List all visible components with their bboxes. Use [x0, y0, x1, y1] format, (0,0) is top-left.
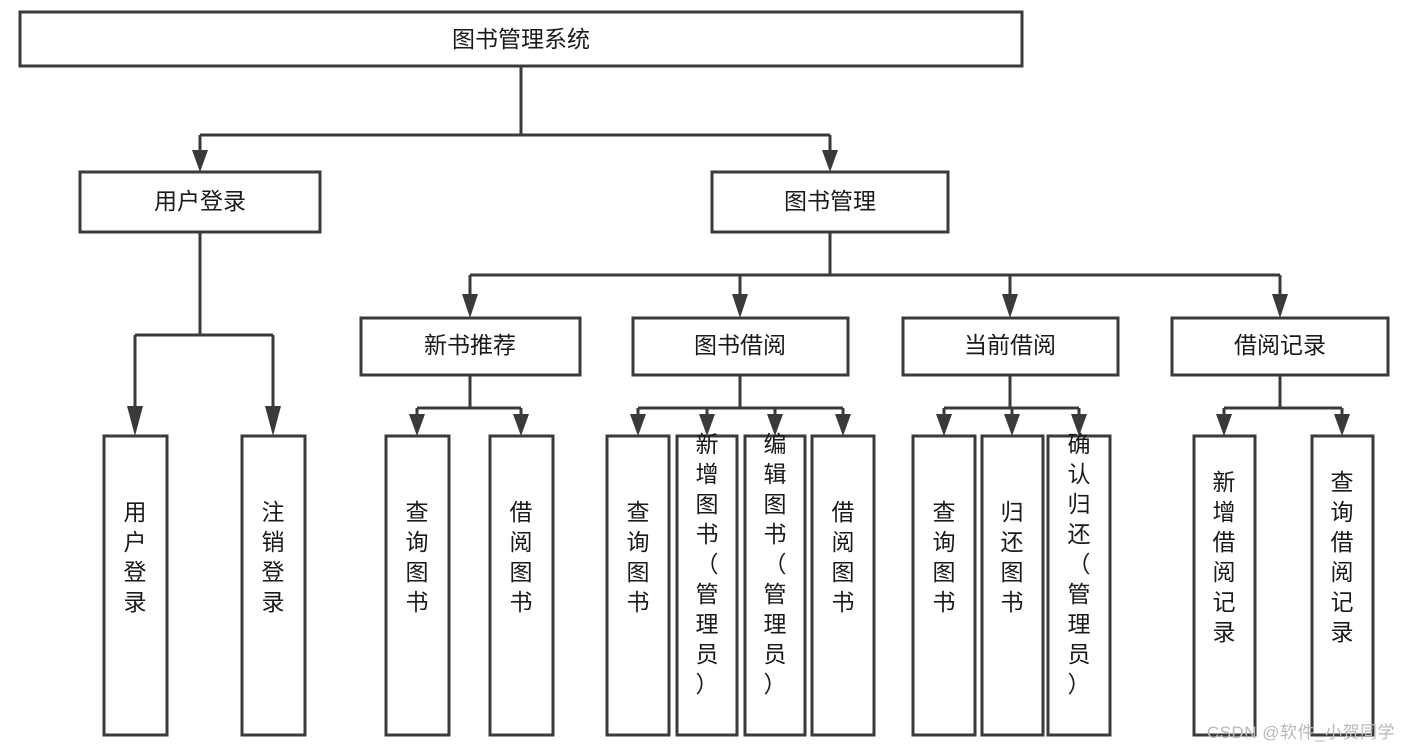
- leaf-return-book-box: [980, 434, 1045, 737]
- arrow-head-book-borrow: [732, 294, 748, 318]
- leaf-user-login-label: 用户登录: [124, 499, 147, 615]
- leaf-add-book-admin-label: 新增图书（管理员）: [696, 431, 719, 697]
- node-borrow-record-box: [1170, 316, 1390, 377]
- leaf-query-book-bb-label: 查询图书: [627, 499, 650, 615]
- node-book-management-box: [710, 170, 950, 234]
- arrow-head-user-login: [192, 150, 208, 172]
- node-current-borrow[interactable]: 当前借阅: [901, 316, 1120, 377]
- node-user-login-label: 用户登录: [154, 188, 246, 214]
- arrow-head-cb-leaf1: [936, 414, 952, 436]
- node-user-login[interactable]: 用户登录: [78, 170, 322, 234]
- arrow-head-borrow-record: [1272, 294, 1288, 318]
- arrow-head-nb-leaf2: [513, 414, 529, 436]
- arrow-head-leaf-user-login: [127, 406, 143, 436]
- node-root-box: [18, 10, 1024, 68]
- leaf-borrow-book-nb-label: 借阅图书: [510, 499, 533, 615]
- node-book-borrow-box: [631, 316, 850, 377]
- arrow-head-bb-leaf3: [767, 414, 783, 436]
- leaf-borrow-book-nb-box: [488, 434, 555, 737]
- leaf-node-logout[interactable]: 注销登录: [240, 434, 307, 737]
- leaf-add-borrow-record-box: [1192, 434, 1257, 737]
- node-borrow-record[interactable]: 借阅记录: [1170, 316, 1390, 377]
- node-new-book-recommend-label: 新书推荐: [424, 332, 516, 358]
- arrow-head-book-manage: [822, 150, 838, 172]
- arrow-head-bb-leaf4: [835, 414, 851, 436]
- watermark-text: CSDN @软件_小贺同学: [1206, 723, 1395, 742]
- arrow-head-new-book: [462, 294, 478, 318]
- leaf-node-borrow-book-bb[interactable]: 借阅图书: [810, 434, 876, 737]
- node-borrow-record-label: 借阅记录: [1234, 332, 1326, 358]
- leaf-logout-label: 注销登录: [262, 499, 285, 615]
- leaf-add-borrow-record-label: 新增借阅记录: [1213, 469, 1236, 645]
- leaf-user-login-box: [102, 434, 169, 737]
- node-root-book-management-system[interactable]: 图书管理系统: [18, 10, 1024, 68]
- arrow-head-leaf-logout: [265, 406, 281, 436]
- leaf-node-user-login[interactable]: 用户登录: [102, 434, 169, 737]
- node-new-book-recommend[interactable]: 新书推荐: [359, 316, 582, 377]
- arrow-head-current-borrow: [1002, 294, 1018, 318]
- leaf-query-book-cb-box: [911, 434, 977, 737]
- leaf-node-add-borrow-record[interactable]: 新增借阅记录: [1192, 434, 1257, 737]
- leaf-query-book-nb-box: [384, 434, 451, 737]
- leaf-node-return-book[interactable]: 归还图书: [980, 434, 1045, 737]
- leaf-edit-book-admin-box: [743, 434, 807, 737]
- leaf-borrow-book-bb-box: [810, 434, 876, 737]
- leaf-query-book-nb-label: 查询图书: [406, 499, 429, 615]
- leaf-node-query-book-nb[interactable]: 查询图书: [384, 434, 451, 737]
- arrow-head-nb-leaf1: [409, 414, 425, 436]
- arrow-head-bb-leaf1: [630, 414, 646, 436]
- leaf-node-edit-book-admin[interactable]: 编辑图书（管理员）: [743, 431, 807, 737]
- leaf-confirm-return-admin-label: 确认归还（管理员）: [1068, 431, 1091, 697]
- leaf-node-query-book-cb[interactable]: 查询图书: [911, 434, 977, 737]
- leaf-query-book-bb-box: [605, 434, 671, 737]
- leaf-logout-box: [240, 434, 307, 737]
- leaf-node-query-book-bb[interactable]: 查询图书: [605, 434, 671, 737]
- leaf-node-borrow-book-nb[interactable]: 借阅图书: [488, 434, 555, 737]
- arrow-head-br-leaf2: [1334, 414, 1350, 436]
- arrow-head-cb-leaf2: [1004, 414, 1020, 436]
- leaf-query-borrow-record-label: 查询借阅记录: [1331, 469, 1354, 645]
- connectors: [127, 66, 1350, 436]
- leaf-node-add-book-admin[interactable]: 新增图书（管理员）: [675, 431, 739, 737]
- node-new-book-recommend-box: [359, 316, 582, 377]
- node-current-borrow-label: 当前借阅: [964, 332, 1056, 358]
- arrow-head-cb-leaf3: [1071, 414, 1087, 436]
- leaf-query-book-cb-label: 查询图书: [933, 499, 956, 615]
- node-book-borrow-label: 图书借阅: [694, 332, 786, 358]
- arrow-head-bb-leaf2: [699, 414, 715, 436]
- leaf-add-book-admin-box: [675, 434, 739, 737]
- leaf-confirm-return-admin-box: [1046, 434, 1112, 737]
- node-book-management-label: 图书管理: [784, 188, 876, 214]
- leaf-return-book-label: 归还图书: [1001, 499, 1024, 615]
- leaf-query-borrow-record-box: [1310, 434, 1375, 737]
- leaf-node-query-borrow-record[interactable]: 查询借阅记录: [1310, 434, 1375, 737]
- node-book-management[interactable]: 图书管理: [710, 170, 950, 234]
- leaf-borrow-book-bb-label: 借阅图书: [832, 499, 855, 615]
- arrow-head-br-leaf1: [1216, 414, 1232, 436]
- node-book-borrow[interactable]: 图书借阅: [631, 316, 850, 377]
- node-root-label: 图书管理系统: [452, 26, 590, 52]
- node-user-login-box: [78, 170, 322, 234]
- leaf-edit-book-admin-label: 编辑图书（管理员）: [764, 431, 787, 697]
- node-current-borrow-box: [901, 316, 1120, 377]
- leaf-node-confirm-return-admin[interactable]: 确认归还（管理员）: [1046, 431, 1112, 737]
